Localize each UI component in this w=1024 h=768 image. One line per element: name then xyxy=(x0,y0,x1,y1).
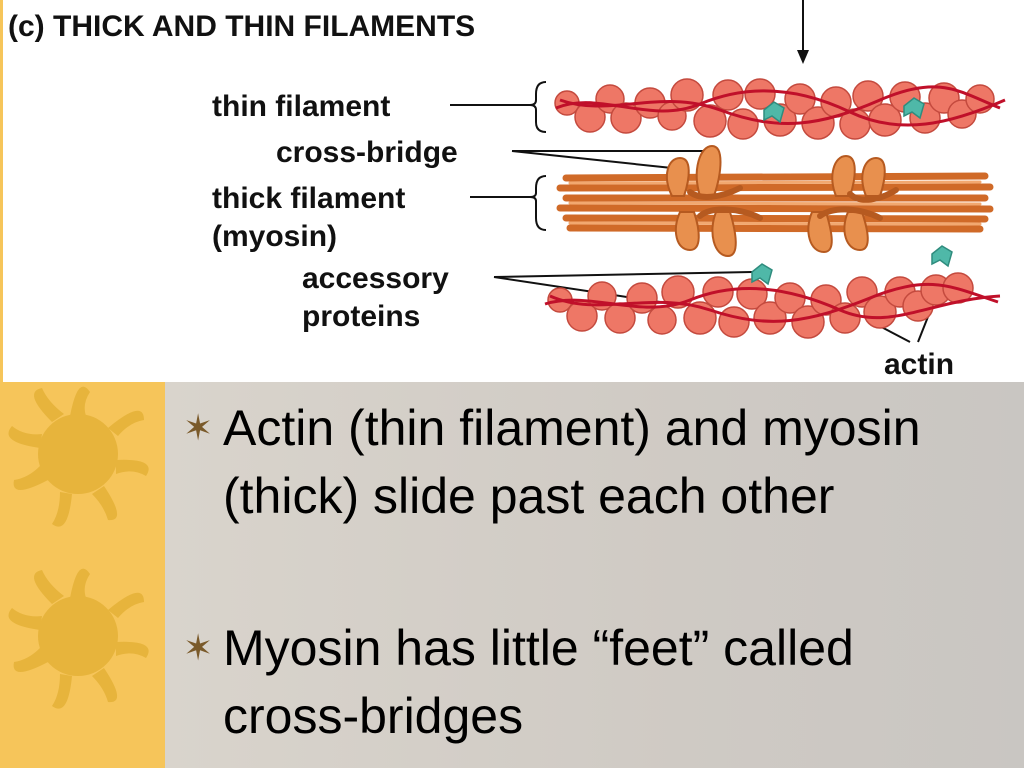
thick-filament xyxy=(556,144,994,258)
figure-title: (c) THICK AND THIN FILAMENTS xyxy=(8,10,475,43)
accessory-protein-icon xyxy=(751,245,953,286)
thin-filament-bottom xyxy=(544,245,1001,339)
bullet-text: Myosin has little “feet” called cross-br… xyxy=(223,620,854,744)
decorative-sidebar xyxy=(0,382,165,768)
label-cross-bridge: cross-bridge xyxy=(276,136,458,169)
tropomyosin-strand-bottom xyxy=(544,282,1001,323)
myosin-rods xyxy=(556,172,994,233)
sun-icon xyxy=(8,568,149,709)
slide-text-area: ✶ Actin (thin filament) and myosin (thic… xyxy=(165,382,1024,768)
cross-bridge-heads xyxy=(665,144,886,258)
thin-filament-top xyxy=(554,78,1006,140)
left-edge-strip xyxy=(0,0,3,382)
label-myosin: (myosin) xyxy=(212,220,337,253)
star-bullet-icon: ✶ xyxy=(183,407,214,448)
bullet-item: ✶ Myosin has little “feet” called cross-… xyxy=(183,614,994,750)
star-bullet-icon: ✶ xyxy=(183,627,214,668)
label-proteins: proteins xyxy=(302,300,420,333)
label-thick-filament: thick filament xyxy=(212,182,405,215)
label-thin-filament: thin filament xyxy=(212,90,390,123)
bullet-text: Actin (thin filament) and myosin (thick)… xyxy=(223,400,921,524)
filament-diagram: (c) THICK AND THIN FILAMENTS thin filame… xyxy=(0,0,1024,382)
sun-icon xyxy=(8,386,149,527)
label-accessory: accessory xyxy=(302,262,449,295)
pointer-arrow-icon xyxy=(797,0,809,64)
bullet-item: ✶ Actin (thin filament) and myosin (thic… xyxy=(183,394,994,530)
filament-illustration: (c) THICK AND THIN FILAMENTS thin filame… xyxy=(0,0,1006,382)
tropomyosin-strand-top xyxy=(555,85,1006,127)
accessory-protein-icon xyxy=(763,97,925,124)
label-actin: actin xyxy=(884,348,954,381)
